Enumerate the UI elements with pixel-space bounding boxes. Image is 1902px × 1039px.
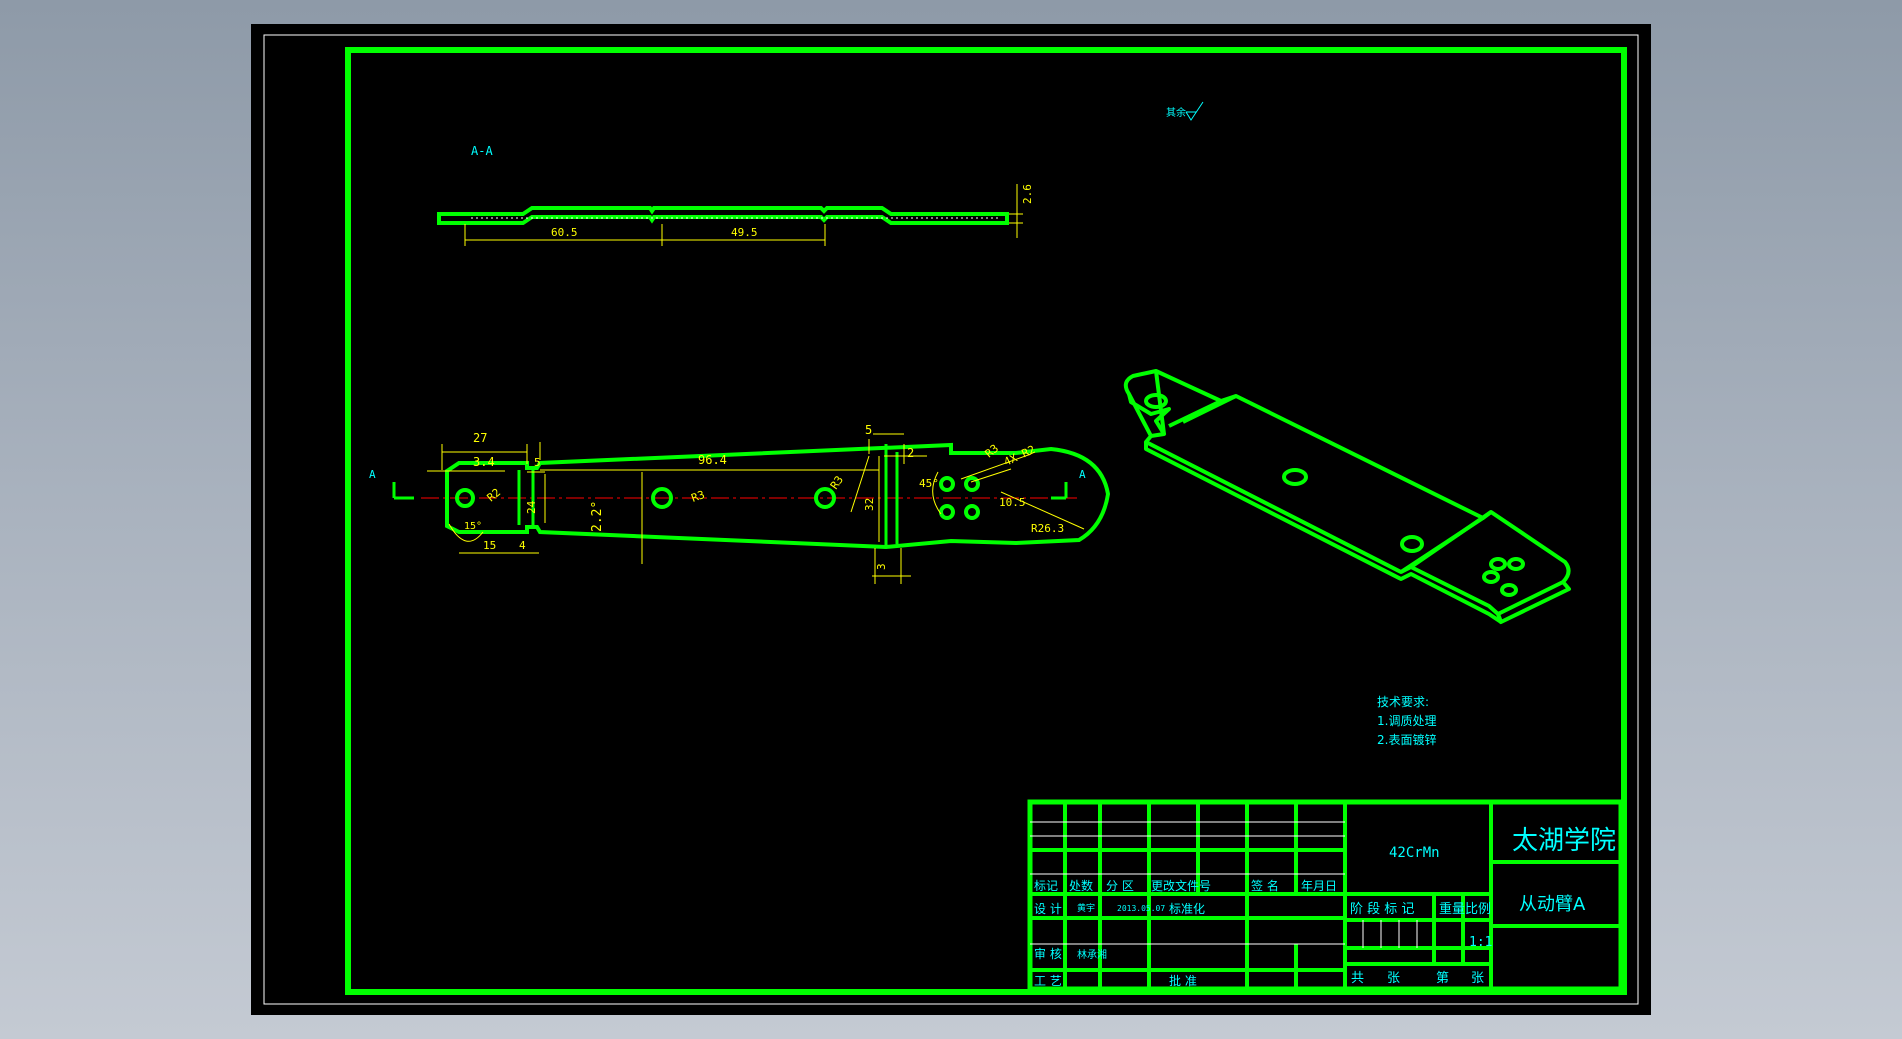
inner-border — [345, 47, 1627, 995]
header-zone: 分 区 — [1106, 879, 1134, 893]
part-name: 从动臂A — [1519, 894, 1586, 915]
sheet-count: 共 张 第 张 — [1351, 971, 1484, 986]
label-process: 工 艺 — [1034, 974, 1062, 988]
section-arrow-right-label: A — [1079, 468, 1086, 481]
title-block: 太湖学院 42CrMn 从动臂A 1:1 标记 处数 分 区 更改文件号 签 名… — [1027, 799, 1624, 992]
dim-4x-r2: 4X R2 — [1002, 443, 1038, 469]
notes-title: 技术要求: — [1377, 695, 1429, 709]
dim-15-deg: 15° — [464, 521, 482, 532]
dim-r3-mid: R3 — [690, 488, 707, 505]
design-date: 2013.05.07 — [1117, 904, 1165, 913]
dim-2-2-deg: 2.2° — [590, 501, 605, 532]
dim-5-left: 5 — [534, 456, 541, 469]
label-total: 共 — [1351, 971, 1364, 986]
header-count: 处数 — [1069, 878, 1093, 893]
dim-24: 24 — [525, 500, 538, 514]
roughness-symbol: 其余 — [1166, 101, 1204, 121]
cad-drawing: A-A 其余 60.5 49.5 2.6 — [263, 34, 1639, 1005]
label-design: 设 计 — [1034, 902, 1062, 916]
dim-section-60-5: 60.5 — [551, 226, 578, 239]
mount-holes — [455, 476, 980, 520]
revision-headers: 标记 处数 分 区 更改文件号 签 名 年月日 — [1034, 878, 1337, 893]
note-item-1: 1.调质处理 — [1377, 714, 1436, 728]
dim-32: 32 — [863, 498, 876, 511]
design-row: 设 计 黄宇 2013.05.07 标准化 — [1034, 902, 1205, 916]
drawing-sheet: A-A 其余 60.5 49.5 2.6 — [251, 24, 1651, 1015]
header-signature: 签 名 — [1251, 878, 1279, 893]
dim-4: 4 — [519, 539, 526, 552]
section-label: A-A — [471, 144, 493, 158]
arm-outline — [445, 442, 1111, 550]
technical-notes: 技术要求: 1.调质处理 2.表面镀锌 — [1377, 695, 1436, 747]
reviewer-name: 林承湘 — [1077, 948, 1107, 961]
dim-r3-right: R3 — [828, 473, 846, 491]
stage-labels: 阶 段 标 记 重量 比例 — [1350, 901, 1491, 917]
dim-15: 15 — [483, 539, 496, 552]
label-approve: 批 准 — [1169, 973, 1197, 988]
school-name: 太湖学院 — [1512, 826, 1616, 856]
dim-2: 2 — [907, 446, 914, 460]
roughness-note: 其余 — [1166, 106, 1186, 119]
label-number: 第 — [1436, 971, 1449, 986]
process-row: 工 艺 批 准 — [1034, 973, 1197, 988]
label-review: 审 核 — [1034, 946, 1062, 961]
dim-3: 3 — [875, 563, 888, 570]
dim-3-4: 3.4 — [473, 455, 495, 469]
dim-45-deg: 45° — [919, 477, 939, 490]
section-view: 60.5 49.5 2.6 — [437, 184, 1034, 246]
isometric-view — [1123, 369, 1571, 624]
section-outline — [437, 206, 1009, 225]
dim-96-4: 96.4 — [698, 453, 727, 467]
review-row: 审 核 林承湘 — [1034, 946, 1107, 961]
header-change-doc: 更改文件号 — [1151, 878, 1211, 893]
dim-r3-end: R3 — [983, 442, 1002, 460]
outer-frame — [263, 34, 1639, 1005]
front-view: A A — [369, 423, 1111, 584]
dim-r2: R2 — [485, 486, 504, 504]
label-sheets-b: 张 — [1471, 971, 1484, 986]
dim-section-49-5: 49.5 — [731, 226, 758, 239]
label-weight: 重量 — [1439, 901, 1465, 917]
header-mark: 标记 — [1034, 879, 1058, 893]
section-arrow-left-label: A — [369, 468, 376, 481]
dim-section-2-6: 2.6 — [1021, 184, 1034, 204]
label-scale: 比例 — [1465, 902, 1491, 917]
designer-name: 黄宇 — [1077, 902, 1095, 914]
header-date: 年月日 — [1301, 879, 1337, 893]
dim-5-right: 5 — [865, 423, 872, 437]
dim-27: 27 — [473, 431, 487, 445]
note-item-2: 2.表面镀锌 — [1377, 733, 1436, 747]
label-stage-mark: 阶 段 标 记 — [1350, 902, 1414, 917]
material: 42CrMn — [1389, 845, 1440, 861]
dim-r26-3: R26.3 — [1031, 522, 1064, 535]
label-sheets-a: 张 — [1387, 971, 1400, 986]
scale-value: 1:1 — [1469, 935, 1492, 950]
dim-10-5: 10.5 — [999, 496, 1026, 509]
label-standardization: 标准化 — [1169, 902, 1205, 916]
